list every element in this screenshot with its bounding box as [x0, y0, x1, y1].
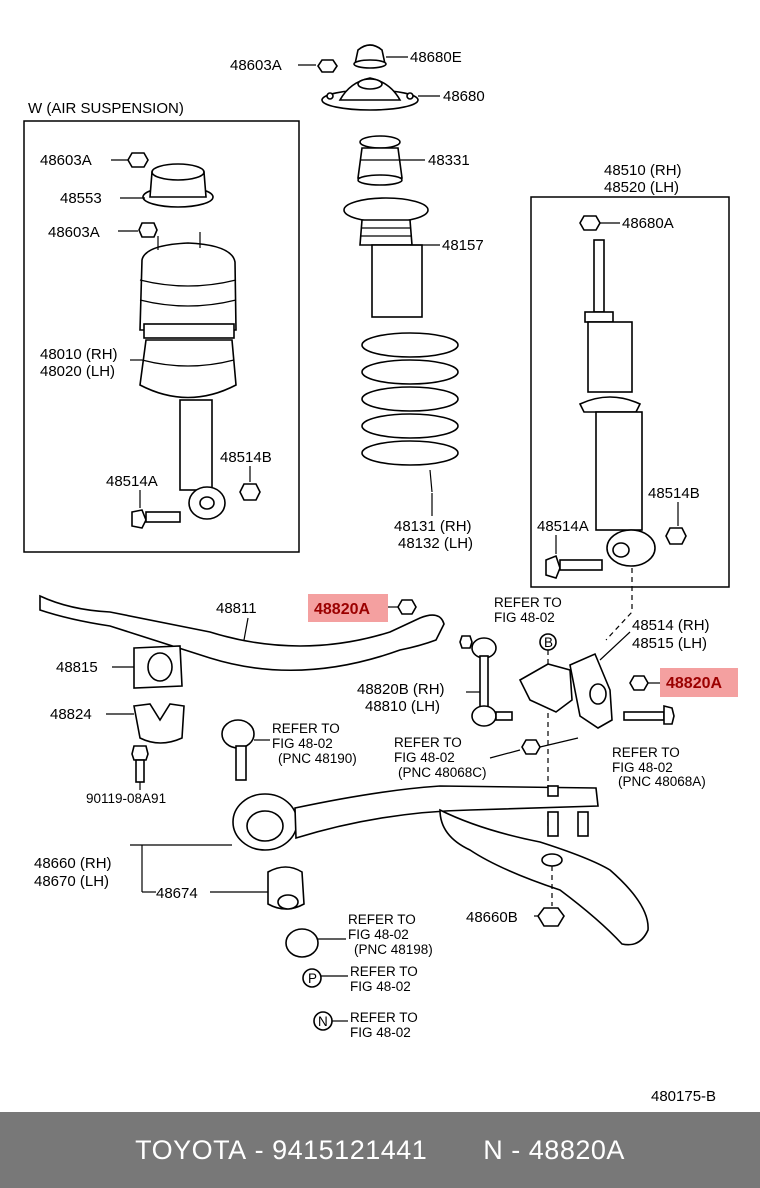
label-48010: 48010 (RH)	[40, 346, 118, 363]
label-48514B-right: 48514B	[648, 485, 700, 502]
bumper-48331	[357, 135, 403, 186]
footer-catalog-number: 9415121441	[272, 1134, 428, 1165]
air-suspension-box	[23, 120, 300, 553]
ball-joint-ref	[221, 719, 255, 781]
footer-part-ref: N - 48820A	[483, 1134, 625, 1165]
nut-48603A-top	[317, 59, 338, 73]
label-48131: 48131 (RH)	[394, 518, 472, 535]
nut-48514B-right	[665, 527, 687, 545]
stabilizer-bar-48811	[39, 594, 445, 671]
label-48132: 48132 (LH)	[398, 535, 473, 552]
ref-6-line2: FIG 48-02	[350, 979, 411, 994]
label-48514: 48514 (RH)	[632, 617, 710, 634]
label-90119: 90119-08A91	[86, 791, 166, 806]
support-48680	[321, 77, 419, 111]
highlight-label-48820A-right: 48820A	[666, 675, 722, 692]
label-48680E: 48680E	[410, 49, 462, 66]
marker-b-label: B	[544, 635, 553, 650]
dust-boot-48157	[343, 197, 429, 318]
marker-n-label: N	[318, 1014, 328, 1029]
label-48520: 48520 (LH)	[604, 179, 679, 196]
ref-7-line2: FIG 48-02	[350, 1025, 411, 1040]
label-48331: 48331	[428, 152, 470, 169]
nut-48820A-left	[397, 599, 417, 615]
bushing-48815	[133, 645, 183, 689]
coil-spring-48131	[361, 332, 459, 493]
stabilizer-link-48820B	[459, 635, 513, 727]
air-spring-cap-48553	[142, 163, 214, 208]
nut-48680A	[579, 215, 601, 231]
drawing-number: 480175-B	[651, 1088, 716, 1105]
label-48674: 48674	[156, 885, 198, 902]
bolt-bracket-right	[623, 704, 675, 725]
label-48670: 48670 (LH)	[34, 873, 109, 890]
bushing-48674	[267, 866, 305, 910]
label-48820B: 48820B (RH)	[357, 681, 445, 698]
highlight-48820A-right	[660, 668, 738, 697]
label-48660: 48660 (RH)	[34, 855, 112, 872]
label-48603A-l1: 48603A	[40, 152, 92, 169]
ref-4-line3: (PNC 48068A)	[618, 774, 706, 789]
shock-absorber	[578, 239, 656, 567]
label-48020: 48020 (LH)	[40, 363, 115, 380]
ref-5-line2: FIG 48-02	[348, 927, 409, 942]
label-48811: 48811	[216, 600, 257, 617]
ref-2-line3: (PNC 48190)	[278, 751, 357, 766]
ref-4-line2: FIG 48-02	[612, 760, 673, 775]
footer-brand: TOYOTA	[135, 1134, 247, 1165]
ref-3-line1: REFER TO	[394, 735, 462, 750]
label-48157: 48157	[442, 237, 484, 254]
marker-p-label: P	[308, 971, 317, 986]
nut-48820A-right	[629, 675, 649, 691]
bumper-cap-48680E	[353, 44, 387, 69]
label-48514B-left: 48514B	[220, 449, 272, 466]
footer-gap	[427, 1135, 483, 1166]
footer-bar: TOYOTA - 9415121441 N - 48820A	[0, 1112, 760, 1188]
label-48603A-l2: 48603A	[48, 224, 100, 241]
highlight-label-48820A-left: 48820A	[314, 601, 370, 618]
ref-2-line1: REFER TO	[272, 721, 340, 736]
label-48815: 48815	[56, 659, 98, 676]
footer-separator: -	[246, 1134, 273, 1165]
label-48515: 48515 (LH)	[632, 635, 707, 652]
bolt-48514A-right	[545, 554, 603, 579]
label-48680: 48680	[443, 88, 485, 105]
ref-5-line3: (PNC 48198)	[354, 942, 433, 957]
ref-1-line2: FIG 48-02	[494, 610, 555, 625]
nut-48660B	[537, 907, 565, 927]
nut-48514B-left	[239, 483, 261, 501]
parts-diagram: W (AIR SUSPENSION) 48603A 48553 48603A 4…	[23, 44, 738, 1105]
ref-3-line3: (PNC 48068C)	[398, 765, 487, 780]
label-48660B: 48660B	[466, 909, 518, 926]
label-48514A-right: 48514A	[537, 518, 589, 535]
nut-48603A-left-mid	[138, 222, 158, 238]
air-spring-assembly	[139, 232, 237, 520]
ref-4-line1: REFER TO	[612, 745, 680, 760]
ref-7-line1: REFER TO	[350, 1010, 418, 1025]
label-48553: 48553	[60, 190, 102, 207]
shock-absorber-box	[530, 196, 730, 588]
marker-p-circle	[302, 968, 322, 988]
label-48680A: 48680A	[622, 215, 674, 232]
air-suspension-title: W (AIR SUSPENSION)	[28, 100, 184, 117]
bolt-90119	[131, 745, 149, 783]
nut-48603A-left-top	[127, 152, 149, 168]
ref-5-line1: REFER TO	[348, 912, 416, 927]
bracket-48514	[518, 652, 613, 729]
highlight-48820A-left	[308, 594, 388, 622]
ref-6-line1: REFER TO	[350, 964, 418, 979]
ref-1-line1: REFER TO	[494, 595, 562, 610]
nut-bracket-lower	[521, 739, 541, 755]
ref-3-line2: FIG 48-02	[394, 750, 455, 765]
label-48510: 48510 (RH)	[604, 162, 682, 179]
label-48603A-top: 48603A	[230, 57, 282, 74]
label-48824: 48824	[50, 706, 92, 723]
ref-part-48198	[285, 928, 319, 958]
bracket-48824	[133, 703, 185, 744]
bolt-48514A-left	[131, 509, 181, 529]
label-48810: 48810 (LH)	[365, 698, 440, 715]
lower-arm-48660	[232, 785, 649, 946]
ref-2-line2: FIG 48-02	[272, 736, 333, 751]
label-48514A-left: 48514A	[106, 473, 158, 490]
